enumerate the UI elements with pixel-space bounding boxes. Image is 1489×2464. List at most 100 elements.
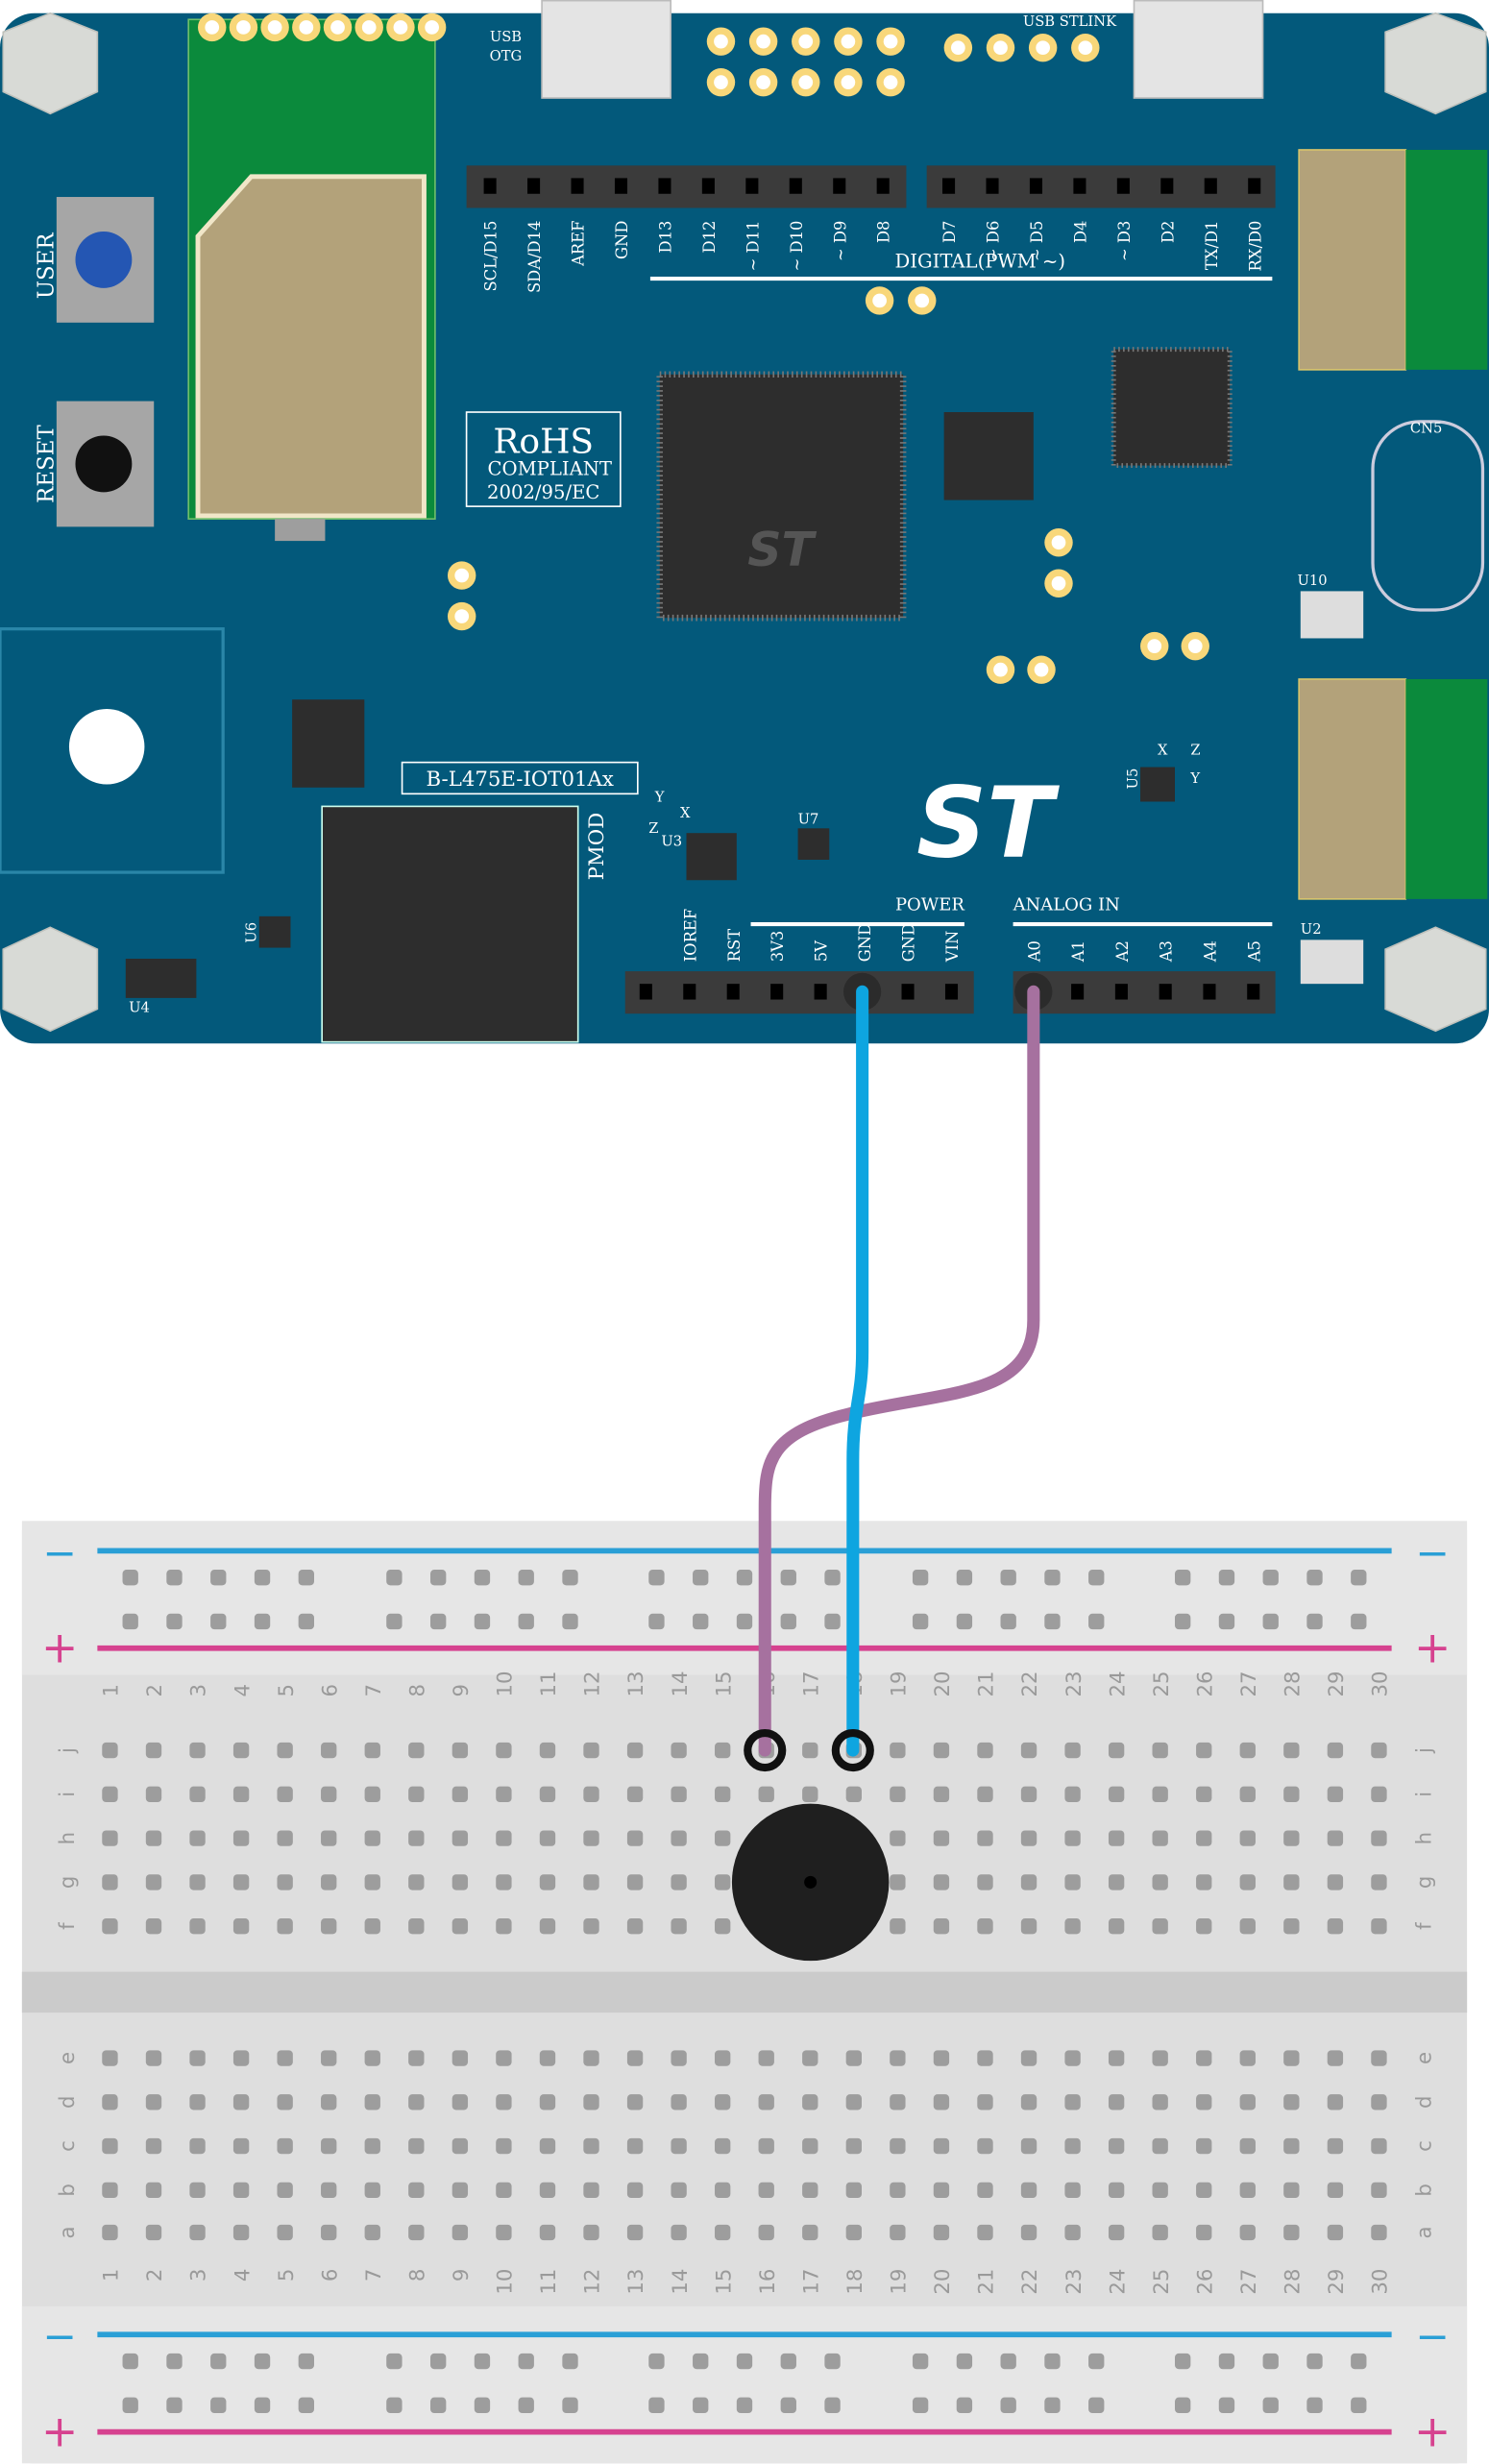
breadboard-hole[interactable] bbox=[583, 1786, 599, 1803]
breadboard-hole[interactable] bbox=[1283, 1874, 1300, 1891]
breadboard-hole[interactable] bbox=[802, 1742, 818, 1759]
breadboard-hole[interactable] bbox=[539, 2137, 556, 2155]
header-pin[interactable] bbox=[726, 984, 740, 1000]
breadboard-hole[interactable] bbox=[977, 2182, 993, 2199]
breadboard-hole[interactable] bbox=[1262, 1613, 1279, 1630]
gnd-wire[interactable] bbox=[846, 985, 869, 1757]
header-pin[interactable] bbox=[986, 178, 999, 194]
breadboard-hole[interactable] bbox=[1327, 2094, 1344, 2110]
breadboard-hole[interactable] bbox=[956, 1613, 973, 1630]
breadboard-hole[interactable] bbox=[408, 2137, 425, 2155]
breadboard-hole[interactable] bbox=[1152, 1830, 1168, 1846]
breadboard-hole[interactable] bbox=[626, 1874, 644, 1891]
breadboard-hole[interactable] bbox=[693, 1570, 709, 1586]
breadboard-hole[interactable] bbox=[102, 1918, 118, 1935]
breadboard-hole[interactable] bbox=[1020, 1742, 1037, 1759]
header-pin[interactable] bbox=[1073, 178, 1086, 194]
breadboard-hole[interactable] bbox=[1351, 1570, 1367, 1586]
breadboard-hole[interactable] bbox=[1371, 1742, 1387, 1759]
breadboard-hole[interactable] bbox=[977, 1742, 993, 1759]
breadboard-hole[interactable] bbox=[626, 1742, 644, 1759]
breadboard-hole[interactable] bbox=[277, 1918, 293, 1935]
header-pin[interactable] bbox=[789, 178, 802, 194]
breadboard-hole[interactable] bbox=[890, 2182, 906, 2199]
breadboard-hole[interactable] bbox=[671, 1918, 687, 1935]
breadboard-hole[interactable] bbox=[1174, 2397, 1191, 2414]
breadboard-hole[interactable] bbox=[1000, 2397, 1016, 2414]
breadboard-hole[interactable] bbox=[166, 2353, 183, 2370]
breadboard-hole[interactable] bbox=[845, 2137, 863, 2155]
breadboard-hole[interactable] bbox=[736, 1613, 753, 1630]
pmod-connector[interactable] bbox=[321, 805, 579, 1043]
header-pin[interactable] bbox=[571, 178, 584, 194]
breadboard-hole[interactable] bbox=[145, 2137, 162, 2155]
breadboard-hole[interactable] bbox=[539, 1742, 556, 1759]
breadboard-hole[interactable] bbox=[736, 1570, 753, 1586]
breadboard-hole[interactable] bbox=[956, 1570, 973, 1586]
breadboard-hole[interactable] bbox=[1020, 1786, 1037, 1803]
breadboard-hole[interactable] bbox=[496, 1786, 512, 1803]
header-pin[interactable] bbox=[527, 178, 541, 194]
breadboard-hole[interactable] bbox=[845, 1786, 863, 1803]
header-pin[interactable] bbox=[1248, 178, 1261, 194]
breadboard-hole[interactable] bbox=[933, 1742, 950, 1759]
breadboard-hole[interactable] bbox=[1064, 2094, 1081, 2110]
breadboard-hole[interactable] bbox=[1020, 1918, 1037, 1935]
breadboard-hole[interactable] bbox=[189, 1830, 206, 1846]
breadboard-hole[interactable] bbox=[1064, 1742, 1081, 1759]
header-pin[interactable] bbox=[614, 178, 628, 194]
piezo-buzzer[interactable] bbox=[731, 1803, 890, 1962]
breadboard-hole[interactable] bbox=[254, 2397, 271, 2414]
breadboard-hole[interactable] bbox=[583, 2050, 599, 2066]
breadboard-hole[interactable] bbox=[1239, 1786, 1256, 1803]
breadboard-hole[interactable] bbox=[429, 1613, 447, 1630]
breadboard-hole[interactable] bbox=[648, 1570, 665, 1586]
breadboard-hole[interactable] bbox=[1218, 2353, 1235, 2370]
breadboard-hole[interactable] bbox=[1020, 2137, 1037, 2155]
breadboard-hole[interactable] bbox=[298, 2397, 315, 2414]
breadboard-hole[interactable] bbox=[189, 2182, 206, 2199]
breadboard-hole[interactable] bbox=[1000, 1570, 1016, 1586]
breadboard-hole[interactable] bbox=[232, 2224, 250, 2241]
breadboard-hole[interactable] bbox=[539, 2224, 556, 2241]
breadboard-hole[interactable] bbox=[277, 1742, 293, 1759]
breadboard-hole[interactable] bbox=[890, 1830, 906, 1846]
breadboard-hole[interactable] bbox=[1351, 1613, 1367, 1630]
breadboard-hole[interactable] bbox=[715, 1918, 731, 1935]
breadboard-hole[interactable] bbox=[145, 1742, 162, 1759]
breadboard-hole[interactable] bbox=[1064, 2050, 1081, 2066]
breadboard-hole[interactable] bbox=[386, 2353, 403, 2370]
breadboard-hole[interactable] bbox=[102, 2050, 118, 2066]
breadboard-hole[interactable] bbox=[189, 1918, 206, 1935]
breadboard-hole[interactable] bbox=[824, 2397, 841, 2414]
breadboard-hole[interactable] bbox=[890, 2050, 906, 2066]
breadboard-hole[interactable] bbox=[102, 2182, 118, 2199]
breadboard-hole[interactable] bbox=[1152, 2050, 1168, 2066]
breadboard-hole[interactable] bbox=[715, 1874, 731, 1891]
breadboard-hole[interactable] bbox=[671, 2094, 687, 2110]
breadboard-hole[interactable] bbox=[232, 1830, 250, 1846]
breadboard-hole[interactable] bbox=[1064, 1786, 1081, 1803]
breadboard-hole[interactable] bbox=[102, 1830, 118, 1846]
breadboard-hole[interactable] bbox=[1108, 2137, 1125, 2155]
breadboard-hole[interactable] bbox=[1000, 1613, 1016, 1630]
breadboard-hole[interactable] bbox=[452, 1830, 469, 1846]
usb-stlink-connector[interactable] bbox=[1133, 0, 1264, 99]
breadboard-hole[interactable] bbox=[210, 1613, 227, 1630]
breadboard-hole[interactable] bbox=[1239, 2050, 1256, 2066]
breadboard-hole[interactable] bbox=[1044, 1613, 1061, 1630]
breadboard-hole[interactable] bbox=[539, 1874, 556, 1891]
reset-button-cap[interactable] bbox=[75, 435, 133, 493]
breadboard-hole[interactable] bbox=[408, 1918, 425, 1935]
breadboard-hole[interactable] bbox=[1283, 2094, 1300, 2110]
breadboard-hole[interactable] bbox=[1327, 2137, 1344, 2155]
breadboard-hole[interactable] bbox=[1108, 1874, 1125, 1891]
breadboard-hole[interactable] bbox=[364, 1786, 380, 1803]
breadboard-hole[interactable] bbox=[933, 1918, 950, 1935]
breadboard-hole[interactable] bbox=[386, 1570, 403, 1586]
breadboard-hole[interactable] bbox=[166, 1613, 183, 1630]
breadboard-hole[interactable] bbox=[1239, 2137, 1256, 2155]
breadboard-hole[interactable] bbox=[1283, 2137, 1300, 2155]
breadboard-hole[interactable] bbox=[1088, 2353, 1105, 2370]
breadboard-hole[interactable] bbox=[386, 1613, 403, 1630]
